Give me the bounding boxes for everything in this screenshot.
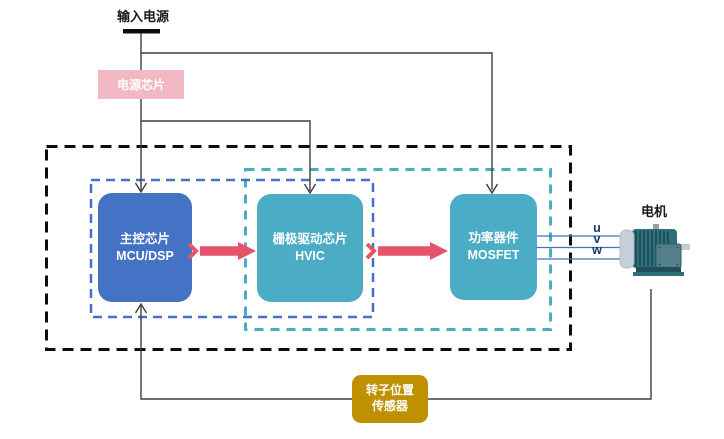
arrowhead-into-mcu: [134, 182, 148, 194]
phase-lines: [537, 235, 621, 260]
motor-icon: [619, 224, 690, 276]
mosfet-block: 功率器件 MOSFET: [450, 194, 537, 300]
hvic-block: 栅极驱动芯片 HVIC: [257, 194, 363, 302]
outer-dashed-frame: [45, 145, 572, 351]
power-terminal-bar: [123, 29, 160, 34]
mosfet-label-en: MOSFET: [467, 248, 520, 262]
arrowhead-into-hvic: [303, 183, 317, 195]
mosfet-label-cn: 功率器件: [468, 231, 519, 246]
power-feed-lines: [134, 33, 499, 195]
input-power-label: 输入电源: [116, 9, 169, 24]
rotor-sensor-box: 转子位置 传感器: [352, 375, 428, 423]
rotor-sensor-label-line1: 转子位置: [365, 383, 414, 398]
phase-label-u: u: [593, 221, 601, 235]
rotor-sensor-label-line2: 传感器: [371, 399, 408, 413]
arrowhead-into-mosfet: [485, 183, 499, 195]
phase-label-w: w: [592, 243, 602, 257]
mcu-label-cn: 主控芯片: [119, 231, 170, 246]
motor-label: 电机: [640, 204, 667, 219]
mcu-label-en: MCU/DSP: [116, 248, 174, 263]
arrowhead-into-mcu-bottom: [134, 302, 148, 314]
mcu-block: 主控芯片 MCU/DSP: [98, 193, 192, 302]
power-chip-label: 电源芯片: [116, 78, 165, 92]
hvic-label-cn: 栅极驱动芯片: [272, 232, 348, 247]
hvic-label-en: HVIC: [295, 249, 325, 263]
power-chip-box: 电源芯片: [98, 70, 184, 99]
phase-label-v: v: [593, 232, 601, 246]
